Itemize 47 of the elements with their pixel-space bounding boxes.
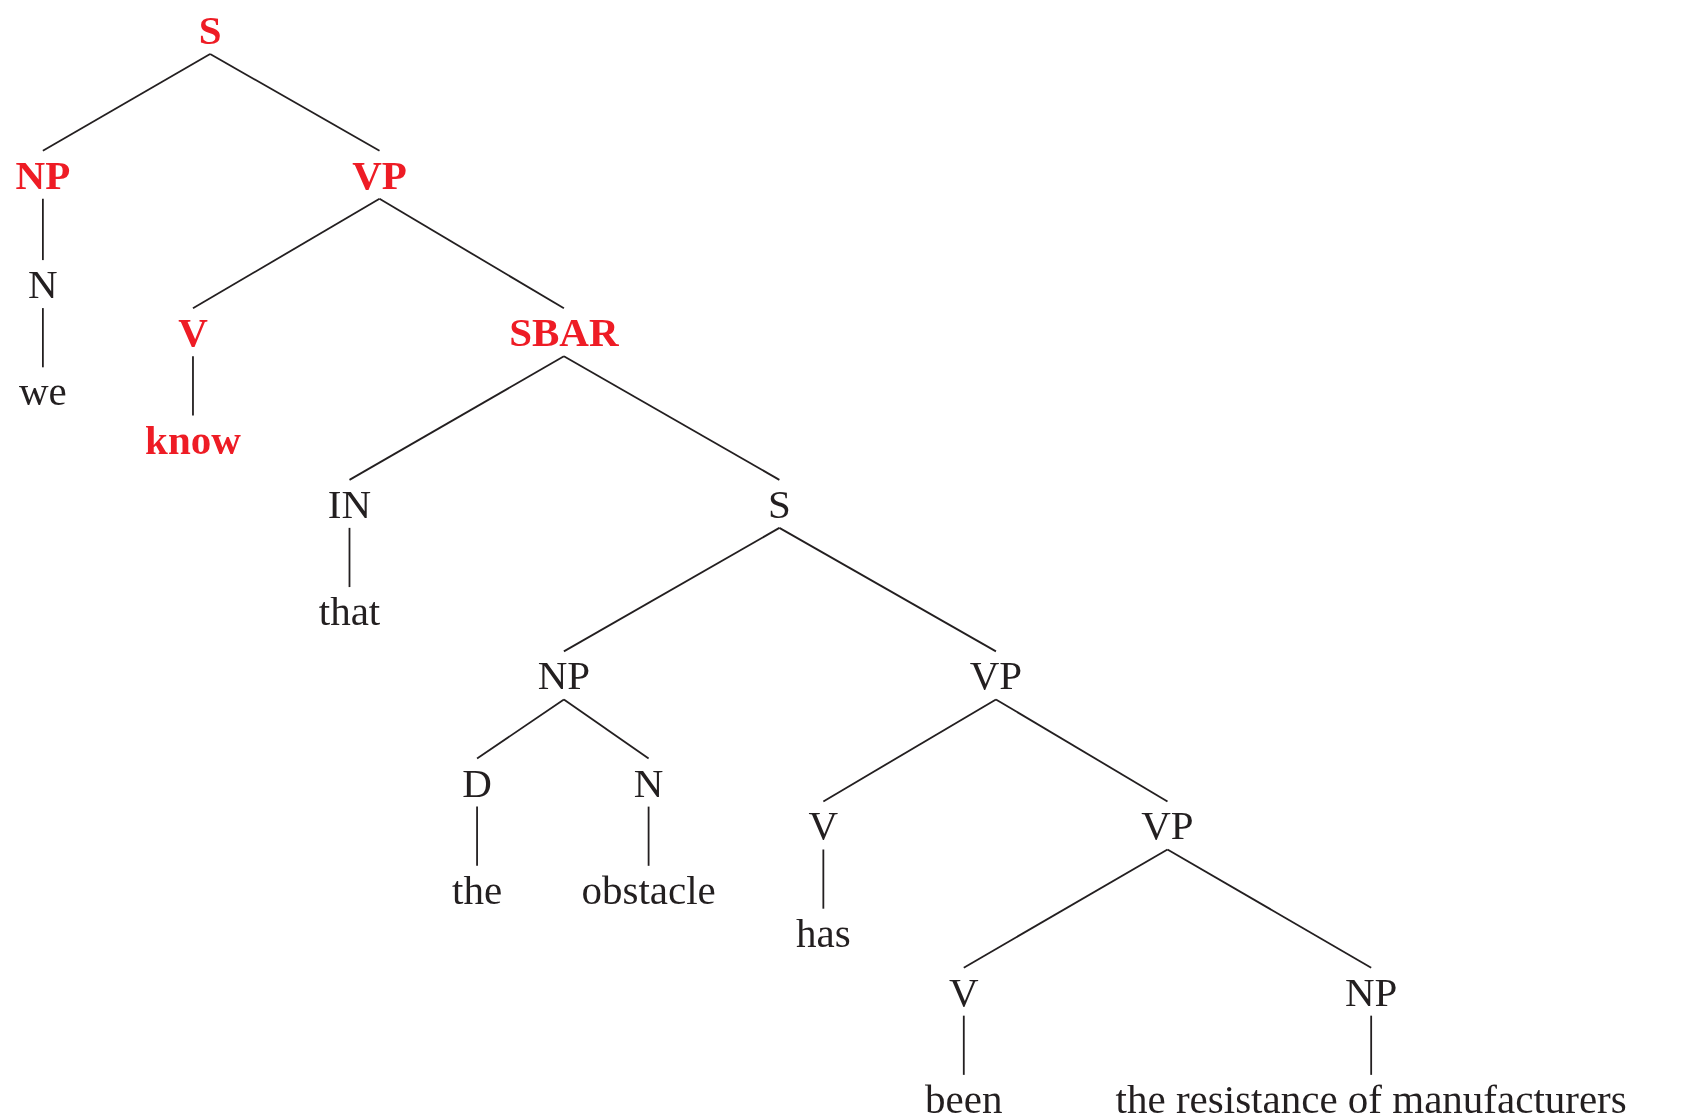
tree-node-label: IN: [327, 479, 372, 528]
tree-node-label: obstacle: [581, 865, 716, 914]
tree-branch-line: [647, 805, 650, 867]
tree-node-label: SBAR: [509, 308, 619, 357]
tree-branch-line: [476, 698, 565, 760]
tree-branch-line: [476, 805, 478, 867]
tree-node-label: NP: [15, 150, 71, 199]
tree-branch-line: [1370, 1014, 1373, 1076]
tree-node-label: we: [18, 367, 67, 416]
tree-node-label: V: [808, 801, 839, 850]
tree-branch-line: [348, 355, 565, 481]
tree-branch-line: [42, 197, 44, 261]
tree-node-label: N: [633, 758, 664, 807]
tree-node-label: S: [768, 479, 791, 528]
tree-node-label: has: [796, 908, 851, 957]
tree-branch-line: [822, 698, 997, 803]
tree-node-label: NP: [537, 651, 591, 700]
tree-branch-line: [192, 197, 381, 310]
tree-node-label: N: [28, 260, 58, 309]
tree-node-label: VP: [352, 150, 407, 199]
tree-node-label: S: [198, 6, 222, 54]
tree-node-label: D: [462, 758, 492, 807]
tree-node-label: the: [452, 865, 503, 914]
tree-branch-line: [192, 355, 194, 417]
tree-node-label: VP: [1141, 801, 1194, 850]
tree-branch-line: [42, 307, 44, 369]
tree-node-label: NP: [1344, 967, 1398, 1016]
tree-branch-line: [42, 53, 212, 152]
tree-branch-line: [822, 848, 825, 910]
tree-node-label: been: [925, 1074, 1003, 1118]
tree-branch-line: [209, 53, 381, 152]
tree-branch-line: [778, 526, 997, 653]
tree-node-label: VP: [969, 651, 1023, 700]
tree-branch-line: [1166, 848, 1373, 969]
tree-node-label: know: [145, 415, 241, 464]
tree-branch-line: [962, 848, 1169, 969]
tree-branch-line: [348, 526, 351, 588]
tree-branch-line: [962, 1014, 965, 1076]
tree-node-label: V: [949, 967, 979, 1016]
tree-branch-line: [563, 526, 781, 653]
tree-node-label: the resistance of manufacturers: [1115, 1074, 1627, 1118]
tree-node-label: that: [318, 587, 381, 636]
tree-node-label: V: [178, 308, 208, 357]
tree-branch-line: [995, 698, 1169, 803]
tree-branch-line: [563, 355, 781, 481]
tree-branch-line: [563, 698, 650, 760]
tree-branch-line: [378, 197, 565, 310]
